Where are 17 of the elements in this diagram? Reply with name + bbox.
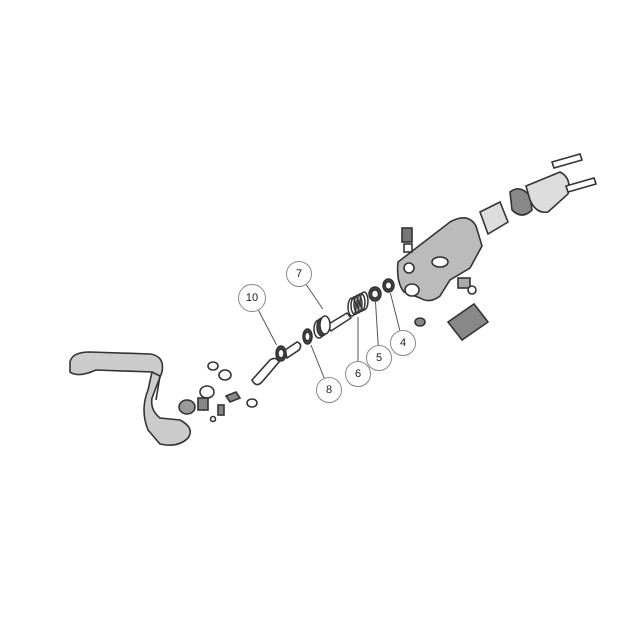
spring-drawing [348,293,368,317]
callout-number: 7 [286,261,312,287]
leader-line [258,310,278,346]
o-ring-drawing [382,278,395,293]
piston-drawing [313,309,353,339]
callout-number: 4 [390,330,416,356]
leader-line [375,302,379,346]
callout-number: 5 [366,345,392,371]
leader-line [306,284,324,310]
callout-number: 8 [316,377,342,403]
callout-number: 10 [238,284,266,312]
leader-line [390,292,400,331]
o-ring-drawing [275,345,287,362]
washer-drawing [302,328,313,345]
seal-ring-drawing [368,286,382,302]
leader-line [310,344,325,378]
callout-number: 6 [345,361,371,387]
